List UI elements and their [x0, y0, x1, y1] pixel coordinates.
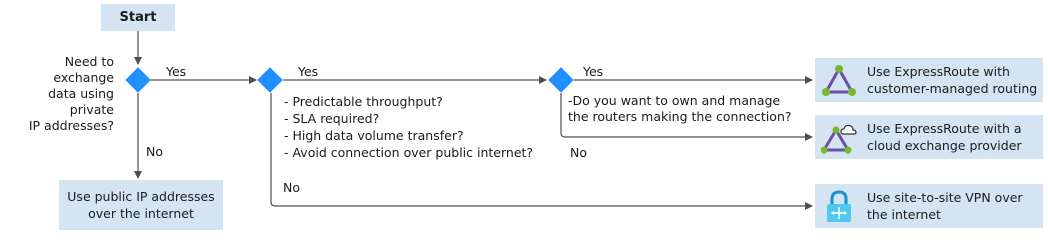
arrow-q3-no: [560, 93, 813, 141]
result-expressroute-cloud-text: Use ExpressRoute with a cloud exchange p…: [867, 121, 1022, 153]
expressroute-icon: [822, 65, 856, 96]
connector-lines: [134, 31, 813, 210]
result-public-ip: Use public IP addresses over the interne…: [59, 180, 223, 230]
question-own-routers: -Do you want to own and manage the route…: [568, 93, 792, 124]
label-yes-2: Yes: [298, 64, 319, 79]
result-vpn: Use site-to-site VPN over the internet: [815, 184, 1043, 228]
result-vpn-text: Use site-to-site VPN over the internet: [867, 190, 1023, 222]
result-expressroute-cloud: Use ExpressRoute with a cloud exchange p…: [815, 115, 1043, 159]
result-public-ip-text: Use public IP addresses over the interne…: [67, 189, 215, 221]
start-node: Start: [101, 4, 175, 31]
vpn-lock-icon: [827, 190, 851, 222]
arrow-q2-no: [270, 93, 813, 210]
label-no-1: No: [146, 144, 163, 159]
expressroute-cloud-icon: [821, 124, 857, 154]
question-private-ip: Need to exchange data using private IP a…: [28, 54, 114, 133]
label-yes-1: Yes: [166, 64, 187, 79]
result-expressroute-customer-text: Use ExpressRoute with customer-managed r…: [867, 64, 1038, 96]
label-yes-3: Yes: [583, 64, 604, 79]
question-requirements: - Predictable throughput? - SLA required…: [284, 94, 534, 160]
label-no-2: No: [283, 180, 300, 195]
result-expressroute-customer: Use ExpressRoute with customer-managed r…: [815, 58, 1043, 102]
label-no-3: No: [570, 145, 587, 160]
